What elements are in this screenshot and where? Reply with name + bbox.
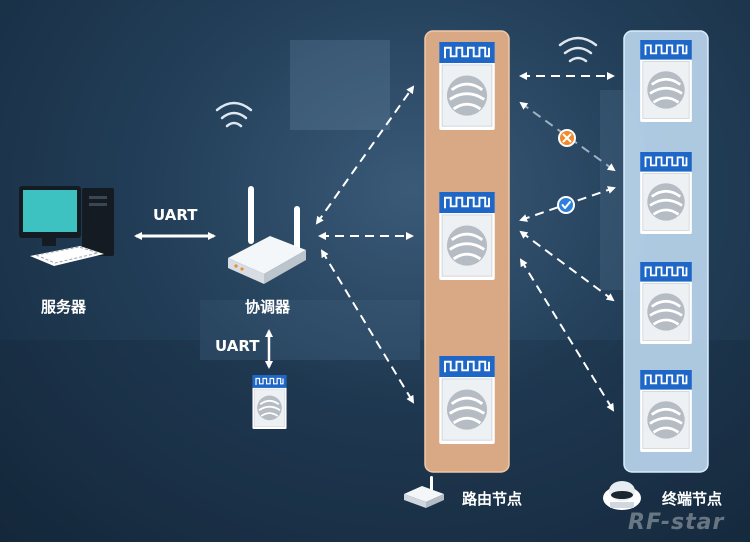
uart-label-bottom: UART	[215, 337, 260, 355]
end-node-legend-icon	[603, 481, 641, 510]
coordinator-router-icon	[228, 186, 306, 284]
end-module-1	[639, 40, 693, 122]
router-legend-icon	[404, 476, 444, 508]
server-label: 服务器	[41, 298, 87, 316]
end-node-legend-label: 终端节点	[662, 490, 723, 508]
router-module-3	[438, 356, 496, 444]
wifi-icon-coordinator	[215, 101, 253, 128]
end-module-2	[639, 152, 693, 234]
wifi-icon-end-nodes	[558, 36, 598, 63]
uart-label-top: UART	[153, 206, 198, 224]
router-module-2	[438, 192, 496, 280]
rfstar-watermark-logo: RF-star	[628, 510, 725, 535]
link-router2-end3	[519, 230, 615, 302]
link-coordinator-router-1	[315, 85, 415, 225]
cross-circle-icon	[558, 129, 576, 147]
server-computer-icon	[19, 186, 114, 266]
coordinator-label: 协调器	[245, 298, 291, 316]
end-module-4	[639, 370, 693, 452]
link-router1-end2-failed	[519, 101, 616, 172]
router-legend-label: 路由节点	[462, 490, 523, 508]
end-module-3	[639, 262, 693, 344]
coordinator-module	[251, 375, 288, 429]
end-node-column	[623, 30, 709, 473]
check-circle-icon	[557, 196, 575, 214]
router-module-1	[438, 42, 496, 130]
